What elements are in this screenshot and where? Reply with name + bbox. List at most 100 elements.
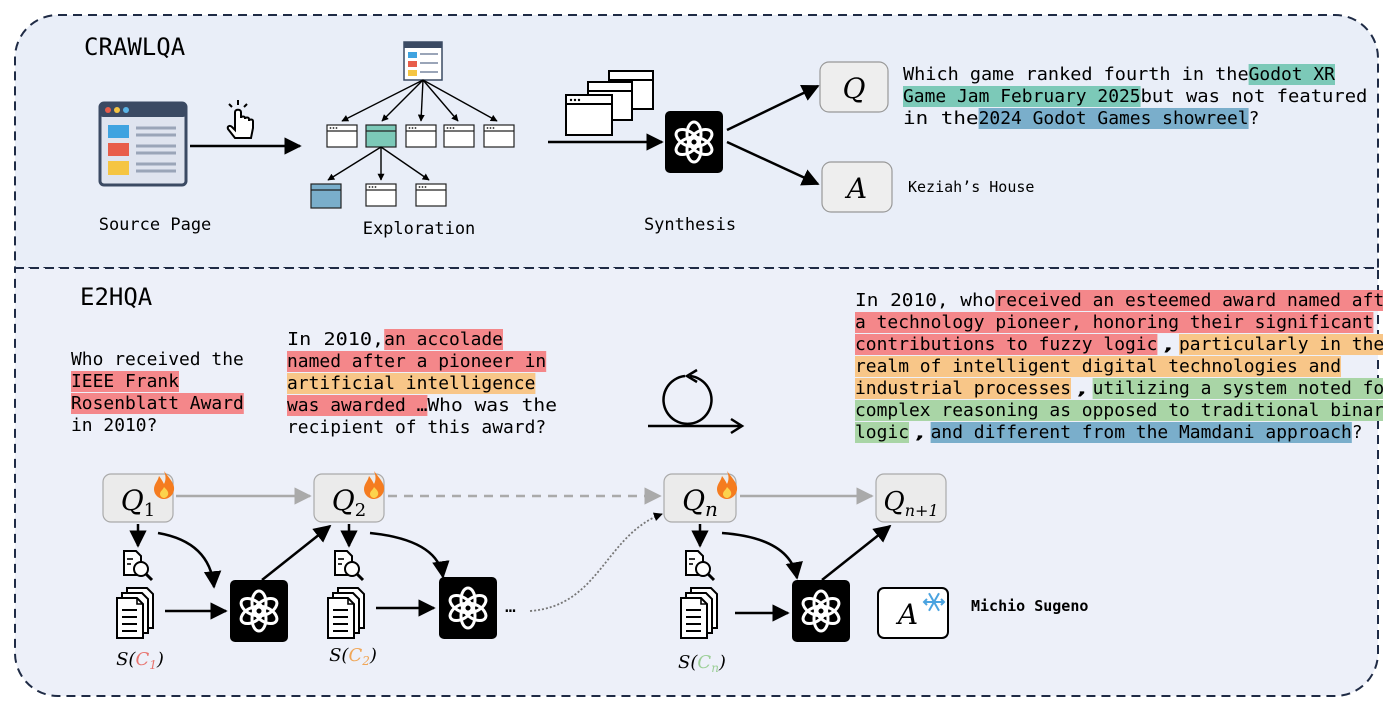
source-page-label: Source Page <box>99 215 212 235</box>
text-segment: Which game ranked fourth in the <box>903 65 1249 85</box>
text-segment: utilizing a system noted for <box>1093 379 1383 399</box>
text-segment: Who was the <box>427 396 557 416</box>
q2-subscript: 2 <box>355 500 366 521</box>
qn-text: In 2010, who received an esteemed award … <box>855 290 1383 443</box>
text-highlight <box>384 329 503 350</box>
openai-logo-icon <box>663 109 725 175</box>
text-segment: industrial processes <box>855 379 1071 399</box>
text-highlight <box>71 393 244 414</box>
synthesis-to-q-arrow <box>726 84 820 132</box>
e2hqa-title: E2HQA <box>80 283 153 311</box>
text-segment: In 2010, <box>287 330 384 350</box>
cycle-arrow-icon <box>648 368 745 435</box>
text-segment: in 2010? <box>71 416 157 436</box>
text-segment: ? <box>1352 423 1363 443</box>
text-highlight <box>1179 334 1383 355</box>
text-segment: Who received the <box>71 350 244 370</box>
click-cursor-icon <box>226 100 254 139</box>
crawl-answer: Keziah’s House <box>908 178 1034 196</box>
text-segment: 2024 Godot Games showreel <box>979 109 1249 129</box>
exploration-label: Exploration <box>363 219 476 239</box>
documents-stack-icon <box>680 587 718 639</box>
qn-to-llmn-arrow <box>721 531 803 580</box>
text-segment: In 2010, who <box>855 291 995 311</box>
synthesis-to-a-arrow <box>726 140 820 186</box>
text-segment: , <box>909 423 931 443</box>
text-segment: and different from the Mamdani approach <box>931 423 1352 443</box>
crawl-q-box <box>819 61 889 113</box>
q1-to-llm1-arrow <box>157 531 222 589</box>
text-highlight <box>855 422 909 443</box>
e2hqa-a-symbol: A <box>895 598 918 631</box>
synthesis-label: Synthesis <box>644 215 736 235</box>
crawl-q-symbol: Q <box>843 72 866 105</box>
text-segment: particularly in the <box>1179 335 1383 355</box>
text-highlight <box>903 86 1141 107</box>
s-c1-label: S(C1) <box>116 649 164 672</box>
text-highlight <box>978 108 1249 129</box>
llmn-to-qn1-arrow <box>821 524 892 581</box>
openai-logo-icon <box>437 575 499 641</box>
text-highlight <box>1248 64 1335 85</box>
qn1-node: Qn+1 <box>875 473 947 523</box>
crawlqa-title: CRAWLQA <box>84 33 186 61</box>
text-segment: named after a pioneer in <box>287 352 546 372</box>
q1-symbol: Q <box>121 484 144 517</box>
text-segment: contributions to fuzzy logic <box>855 335 1157 355</box>
browser-window-icon <box>98 101 188 187</box>
qn1-symbol: Q <box>883 487 904 517</box>
svg-text:Q2: Q2 <box>332 484 366 521</box>
text-highlight <box>855 378 1071 399</box>
text-segment: in the <box>903 109 979 129</box>
text-segment: , <box>1071 379 1093 399</box>
text-highlight <box>995 290 1383 311</box>
text-highlight <box>71 371 179 392</box>
q2-symbol: Q <box>332 484 355 517</box>
crawl-question-text: Which game ranked fourth in the Godot XR… <box>903 64 1367 129</box>
qn-symbol: Q <box>682 484 705 517</box>
llm2-to-qn-curve <box>529 512 663 612</box>
text-segment: artificial intelligence <box>287 374 535 394</box>
documents-stack-icon <box>116 587 154 639</box>
qn1-subscript: n+1 <box>905 501 939 520</box>
text-segment: realm of intelligent digital technologie… <box>855 357 1341 377</box>
ellipsis: … <box>505 596 516 617</box>
text-segment: recipient of this award? <box>287 418 546 438</box>
text-highlight <box>287 373 536 394</box>
text-segment: Game Jam February 2025 <box>903 87 1141 107</box>
text-segment: an accolade <box>384 330 503 350</box>
q2-to-llm2-arrow <box>369 531 450 579</box>
text-highlight <box>1092 378 1383 399</box>
q1-subscript: 1 <box>144 500 155 521</box>
text-segment: received an esteemed award named after <box>995 291 1383 311</box>
text-segment: ? <box>1249 109 1260 129</box>
text-highlight <box>855 400 1383 421</box>
s-c2-label: S(C2) <box>329 645 377 668</box>
crawl-a-symbol: A <box>844 172 867 205</box>
text-segment: complex reasoning as opposed to traditio… <box>855 401 1383 421</box>
llm1-to-q2-arrow <box>261 524 332 581</box>
stacked-windows-icon <box>565 70 654 136</box>
crawl-a-box <box>821 161 893 213</box>
svg-text:Qn: Qn <box>682 484 718 521</box>
s-cn-label: S(Cn) <box>678 652 726 675</box>
text-highlight <box>287 395 428 416</box>
text-highlight <box>855 356 1341 377</box>
qn-subscript: n <box>705 497 718 521</box>
e2hqa-a-box <box>877 587 949 639</box>
page-tree-icon <box>310 41 515 209</box>
text-highlight <box>855 312 1374 333</box>
documents-stack-icon <box>327 587 365 639</box>
text-highlight <box>930 422 1352 443</box>
svg-text:Q1: Q1 <box>121 484 155 521</box>
text-segment: a technology pioneer, honoring their sig… <box>855 313 1373 333</box>
text-highlight <box>287 351 547 372</box>
svg-text:Qn+1: Qn+1 <box>883 487 938 520</box>
text-segment: Rosenblatt Award <box>71 394 244 414</box>
text-segment: was awarded … <box>287 396 427 416</box>
text-segment: but was not featured <box>1141 87 1368 107</box>
text-highlight <box>855 334 1158 355</box>
